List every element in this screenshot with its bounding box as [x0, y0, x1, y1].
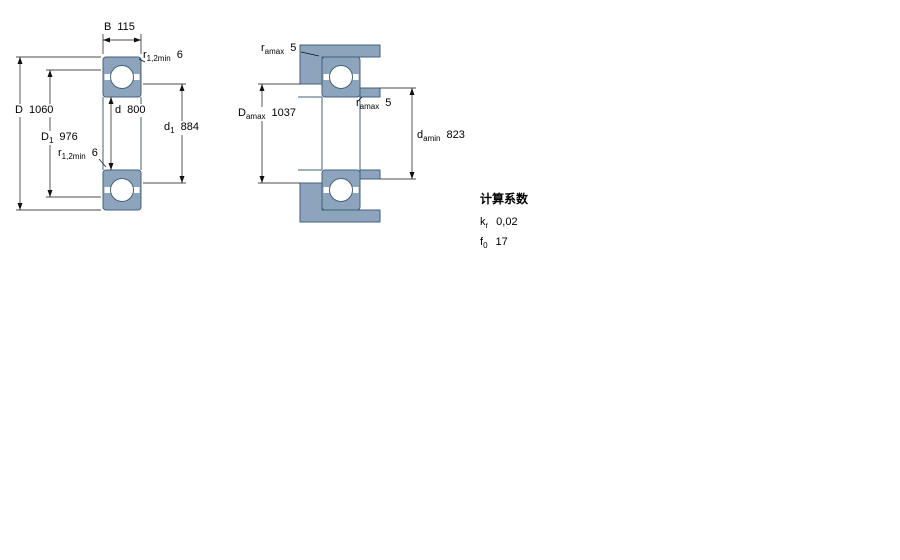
mounted-ball-bottom [329, 178, 353, 202]
dim-value: 823 [446, 129, 465, 141]
dim-sub: amax [359, 102, 380, 112]
dim-r12-side: r1,2min 6 [58, 147, 98, 161]
dim-sub: amax [245, 112, 266, 122]
dim-sub: amin [423, 134, 441, 144]
dim-value: 5 [290, 42, 297, 54]
dim-value: 1060 [28, 104, 54, 116]
dim-value: 6 [176, 49, 183, 61]
dim-sub: amax [264, 47, 285, 57]
dim-sub: 1,2min [61, 152, 86, 162]
dim-value: 1037 [271, 107, 296, 119]
dim-value: 884 [180, 121, 199, 133]
dim-value: 115 [117, 21, 135, 33]
calculation-factors: 计算系数 kr 0,02 f0 17 [480, 190, 528, 250]
right-mounting-figure [258, 44, 416, 223]
dim-label: r [143, 49, 147, 61]
dim-d: d 800 [113, 104, 148, 117]
dim-D: D 1060 [13, 104, 56, 117]
dim-label: d [115, 104, 122, 116]
dim-label: d [417, 129, 424, 141]
dim-d1: d1 884 [162, 121, 201, 136]
dim-value: 5 [385, 97, 392, 109]
factor-label: f [480, 236, 484, 249]
factor-value: 17 [495, 236, 508, 249]
dimension-lines-right-figure [259, 84, 415, 183]
factor-kr: kr 0,02 [480, 216, 528, 230]
dim-label: B [104, 21, 112, 33]
dim-ra-mid: ramax 5 [356, 97, 391, 111]
dimension-lines-left-figure [17, 37, 185, 210]
shaft-shoulder-top [359, 87, 381, 98]
dim-label: D [41, 131, 49, 143]
extension-lines-right-figure [258, 51, 416, 184]
dim-label: r [261, 42, 265, 54]
dim-sub: 1 [48, 136, 54, 146]
dim-value: 800 [127, 104, 146, 116]
dim-B: B 115 [104, 21, 135, 34]
extension-lines-left-figure [16, 34, 186, 211]
dim-Damax: Damax 1037 [236, 107, 298, 122]
dim-r12-top: r1,2min 6 [143, 49, 183, 63]
dim-label: r [58, 147, 62, 159]
dim-value: 976 [59, 131, 78, 143]
shaft-surface-lines [298, 96, 322, 171]
factor-sub: r [485, 221, 489, 231]
dim-damin: damin 823 [415, 129, 467, 144]
factor-value: 0,02 [496, 216, 518, 228]
dim-label: r [356, 97, 360, 109]
dim-ra-top: ramax 5 [261, 42, 296, 56]
factor-label: k [480, 216, 486, 228]
dim-sub: 1,2min [146, 54, 171, 64]
dim-label: D [238, 107, 246, 119]
dim-sub: 1 [170, 126, 175, 136]
dim-value: 6 [91, 147, 98, 159]
factor-f0: f0 17 [480, 236, 528, 250]
factor-sub: 0 [483, 241, 488, 251]
ball-bottom [110, 178, 134, 202]
mounted-ball-top [329, 65, 353, 89]
ball-top [110, 65, 134, 89]
shaft-shoulder-bottom [359, 169, 381, 180]
dim-D1: D1 976 [39, 131, 80, 146]
dim-label: D [15, 104, 23, 116]
calculation-factors-title: 计算系数 [480, 192, 529, 206]
dim-label: d [164, 121, 171, 133]
